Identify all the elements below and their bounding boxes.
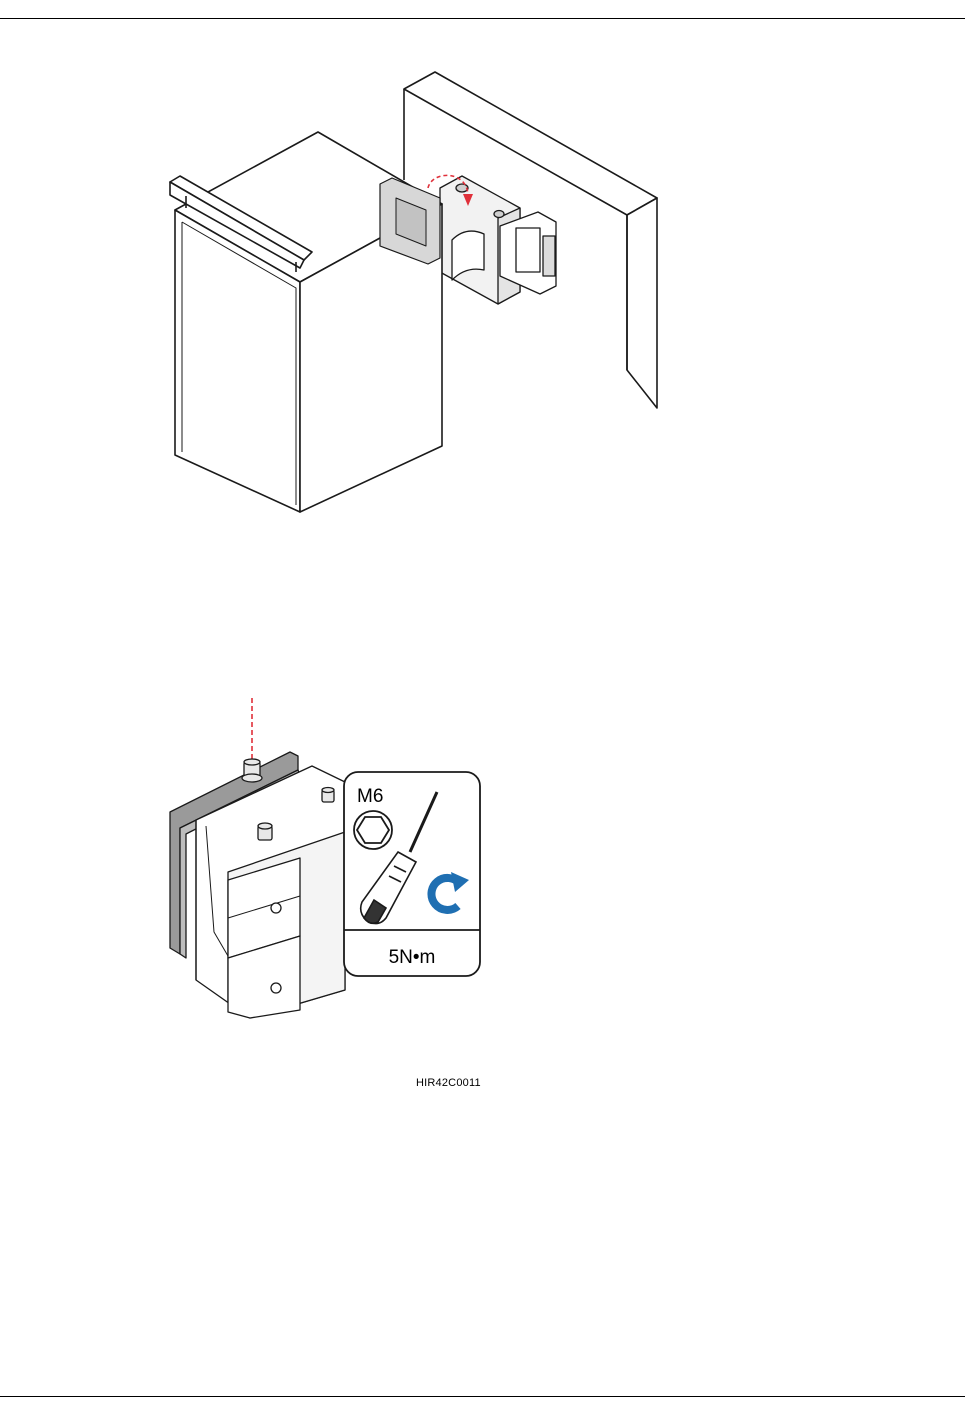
hex-socket-icon	[354, 811, 392, 849]
figure-code: HIR42C0011	[416, 1077, 481, 1089]
bolt-size-label: M6	[357, 786, 383, 807]
torque-label: 5N•m	[389, 947, 436, 968]
cabinet	[170, 132, 442, 512]
wall-bracket	[440, 176, 556, 304]
bracket-closeup	[170, 752, 345, 1018]
